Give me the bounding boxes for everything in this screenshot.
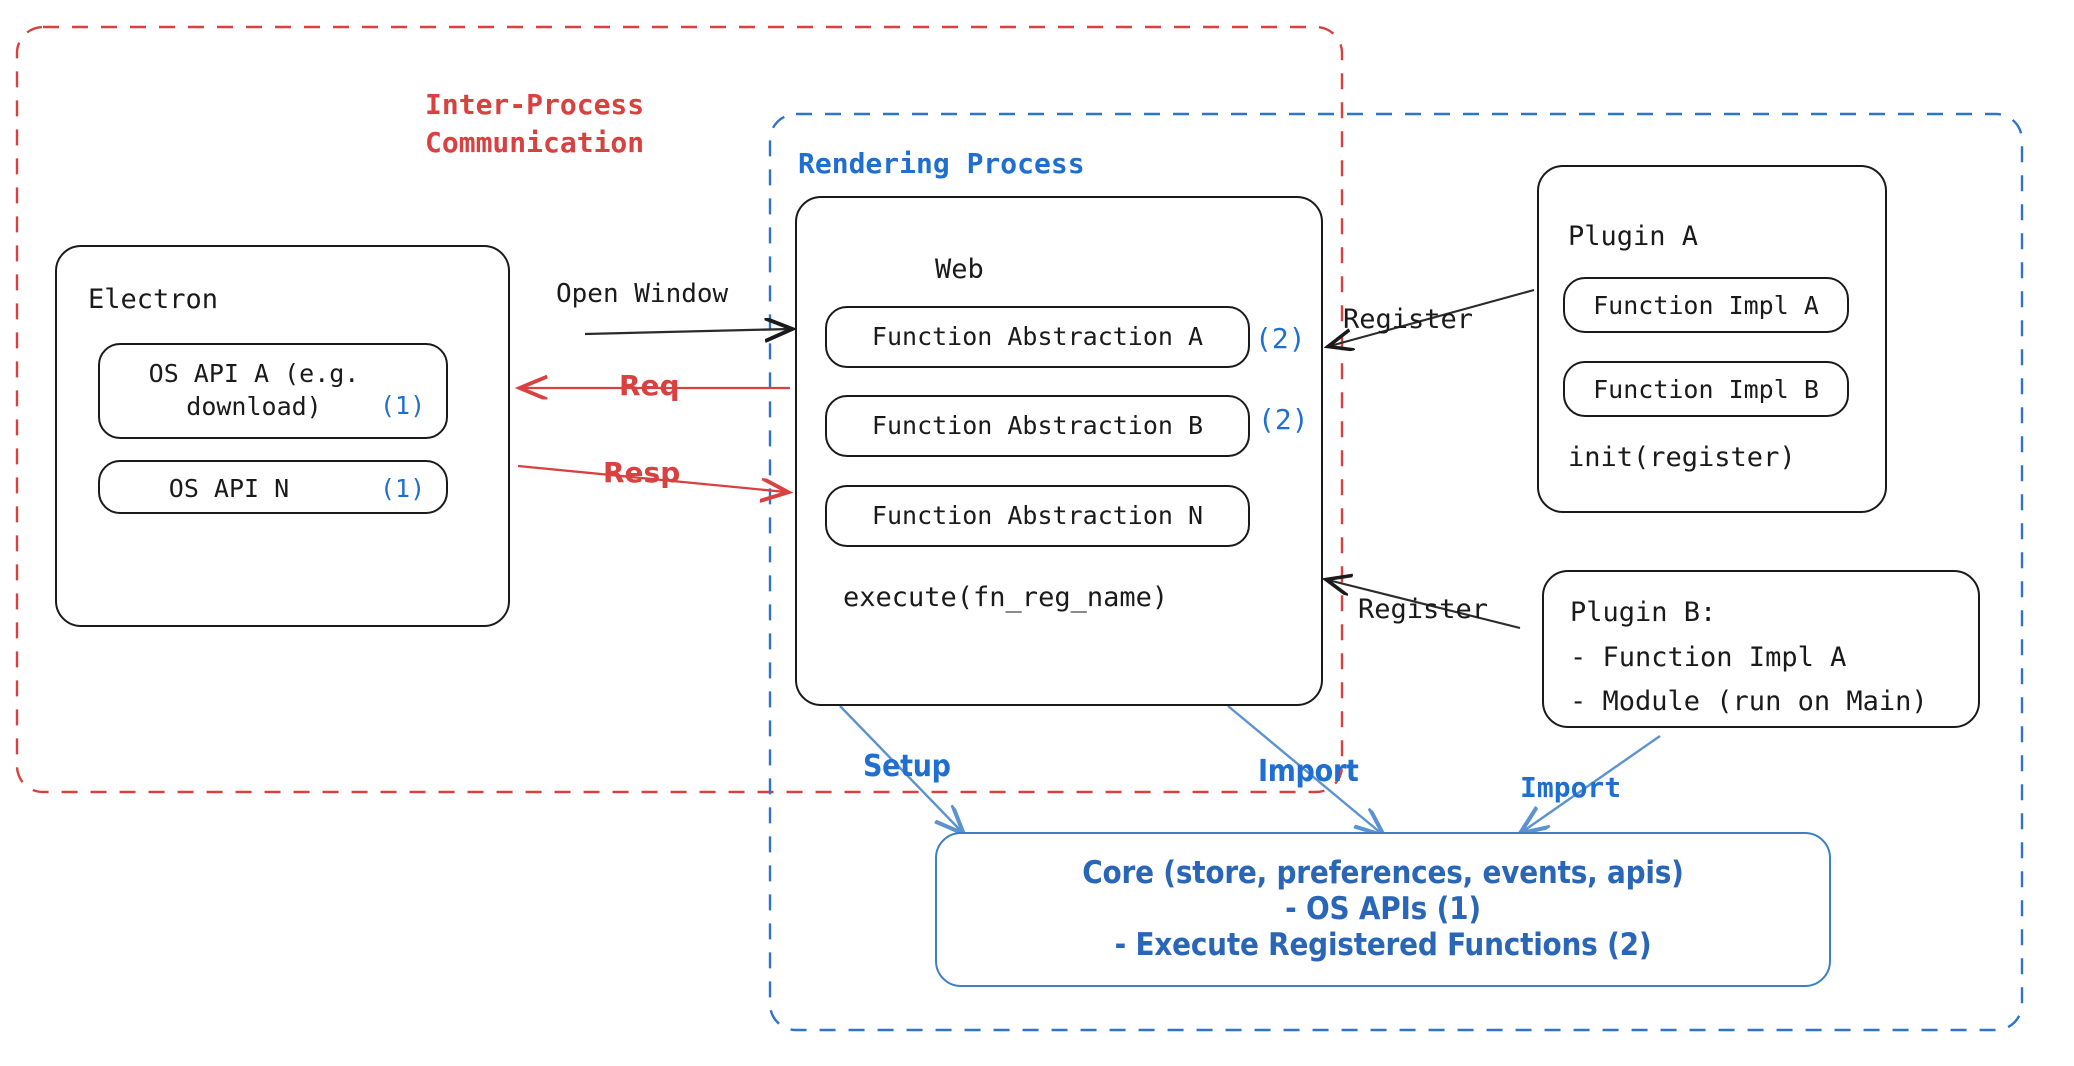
register-plugin-a-label: Register: [1343, 304, 1474, 335]
open-window-arrow: [584, 329, 790, 334]
core-line-1: Core (store, preferences, events, apis): [1082, 855, 1684, 891]
core-line-3: - Execute Registered Functions (2): [1114, 927, 1652, 963]
os-api-a-node[interactable]: [98, 343, 448, 439]
os-api-n-label: OS API N: [168, 474, 290, 503]
ipc-container-label: Inter-Process Communication: [425, 88, 645, 159]
function-impl-b-node[interactable]: [1563, 361, 1849, 417]
function-abstraction-a-marker: (2): [1255, 322, 1306, 355]
plugin-b-item-1: - Function Impl A: [1570, 642, 1847, 673]
function-impl-a-label: Function Impl A: [1593, 291, 1819, 320]
import-plugin-label: Import: [1520, 771, 1622, 804]
function-abstraction-a-label: Function Abstraction A: [871, 322, 1204, 351]
req-label: Req: [619, 369, 680, 402]
plugin-a-node[interactable]: [1537, 165, 1887, 513]
os-api-n-marker: (1): [380, 474, 426, 503]
function-abstraction-b-node[interactable]: [825, 395, 1250, 457]
electron-title: Electron: [88, 284, 219, 315]
plugin-b-title: Plugin B:: [1570, 597, 1717, 628]
function-abstraction-n-label: Function Abstraction N: [871, 501, 1204, 530]
web-execute-label: execute(fn_reg_name): [843, 582, 1169, 613]
os-api-a-label: OS API A (e.g. download): [148, 359, 360, 421]
function-abstraction-n-node[interactable]: [825, 485, 1250, 547]
web-title: Web: [935, 254, 984, 285]
rendering-container-label: Rendering Process: [798, 147, 1085, 180]
core-line-2: - OS APIs (1): [1285, 891, 1481, 927]
os-api-n-node[interactable]: [98, 460, 448, 514]
function-abstraction-a-node[interactable]: [825, 306, 1250, 368]
function-impl-b-label: Function Impl B: [1593, 375, 1819, 404]
function-abstraction-b-marker: (2): [1258, 403, 1309, 436]
plugin-b-node[interactable]: [1542, 570, 1980, 728]
resp-label: Resp: [603, 456, 681, 489]
plugin-a-title: Plugin A: [1568, 221, 1699, 252]
core-node[interactable]: [935, 832, 1831, 987]
import-web-label: Import: [1258, 754, 1359, 789]
register-plugin-b-label: Register: [1358, 594, 1489, 625]
open-window-label: Open Window: [556, 279, 729, 309]
setup-label: Setup: [863, 749, 951, 784]
function-abstraction-b-label: Function Abstraction B: [871, 411, 1204, 440]
plugin-a-init-label: init(register): [1568, 442, 1796, 473]
plugin-b-item-2: - Module (run on Main): [1570, 686, 1928, 717]
os-api-a-marker: (1): [380, 391, 426, 420]
function-impl-a-node[interactable]: [1563, 277, 1849, 333]
